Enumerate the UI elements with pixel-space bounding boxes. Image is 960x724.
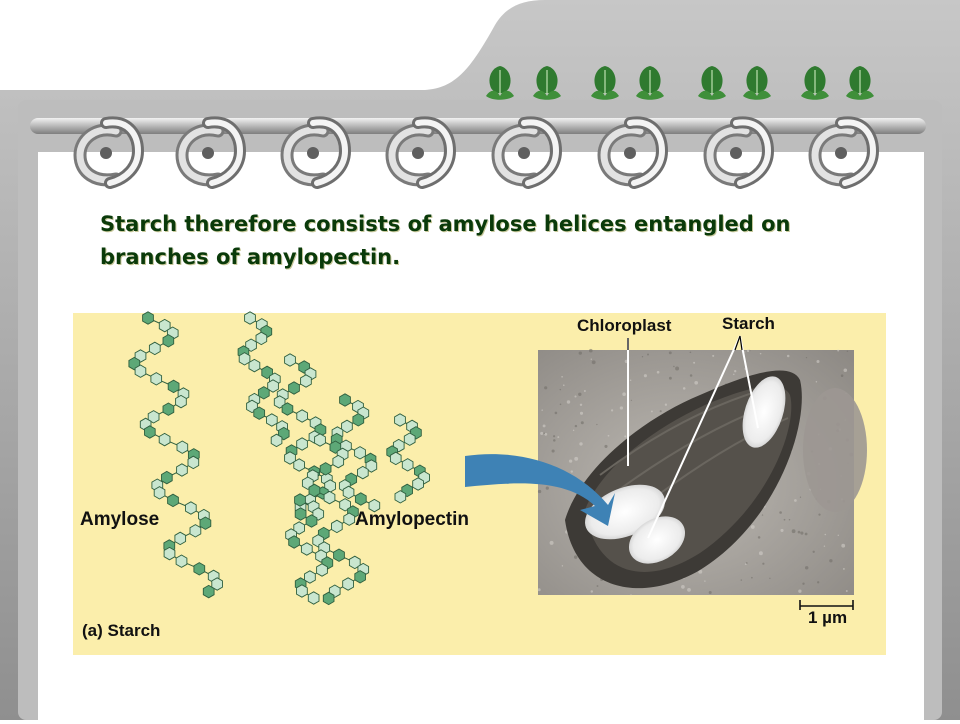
amylopectin-branch xyxy=(301,433,370,606)
amylopectin-branch xyxy=(237,311,290,448)
spiral-binding-ring-icon xyxy=(73,116,145,189)
starch-granule-2 xyxy=(628,516,686,564)
scale-bar-label: 1 µm xyxy=(808,608,848,627)
amylopectin-label: Amylopectin xyxy=(355,509,470,530)
arrow-icon xyxy=(465,454,615,526)
leader-lines xyxy=(627,335,759,539)
starch-granule-3 xyxy=(742,376,786,448)
amylose-label: Amylose xyxy=(80,509,160,530)
spiral-binding-ring-icon xyxy=(280,116,352,189)
starch-molecule-chains xyxy=(128,311,430,606)
spiral-binding-ring-icon xyxy=(175,116,247,189)
scale-bar xyxy=(799,600,854,610)
amylopectin-branch xyxy=(330,393,381,513)
spiral-binding-ring-icon xyxy=(491,116,563,189)
micrograph xyxy=(536,348,867,596)
spiral-binding-ring-icon xyxy=(703,116,775,189)
amylopectin-branch xyxy=(285,493,334,605)
amylopectin-branch xyxy=(386,413,430,504)
spiral-binding xyxy=(73,116,880,189)
amylose-helix xyxy=(128,311,223,599)
panel-label: (a) Starch xyxy=(82,621,161,640)
spiral-binding-ring-icon xyxy=(597,116,669,189)
starch-granule-label: Starch xyxy=(722,314,775,333)
slide-caption: Starch therefore consists of amylose hel… xyxy=(100,212,791,269)
spiral-binding-ring-icon xyxy=(385,116,457,189)
spiral-binding-ring-icon xyxy=(808,116,880,189)
binding-bar xyxy=(30,118,926,134)
chloroplast-label: Chloroplast xyxy=(577,316,672,335)
